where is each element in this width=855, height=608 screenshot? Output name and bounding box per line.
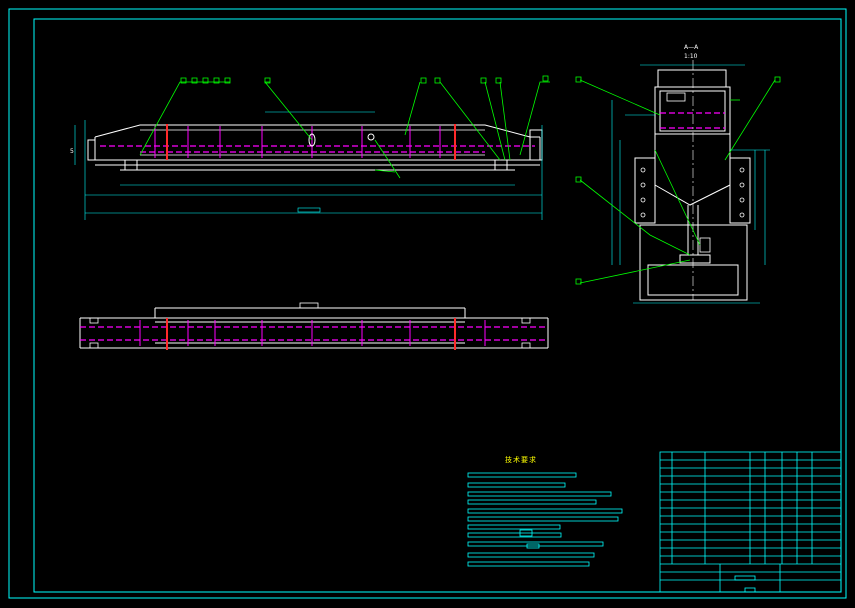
section-a-a-view [575,60,781,304]
technical-requirements-notes [467,472,623,567]
front-balloons [180,75,549,84]
front-elevation-view: 5 [70,111,543,220]
plan-view [79,302,549,350]
section-scale: 1:10 [684,53,698,60]
sheet-border [8,8,847,599]
title-block [659,451,842,593]
section-label: A—A [684,44,699,51]
svg-text:5: 5 [70,148,74,155]
technical-requirements-title: 技术要求 [505,456,537,464]
